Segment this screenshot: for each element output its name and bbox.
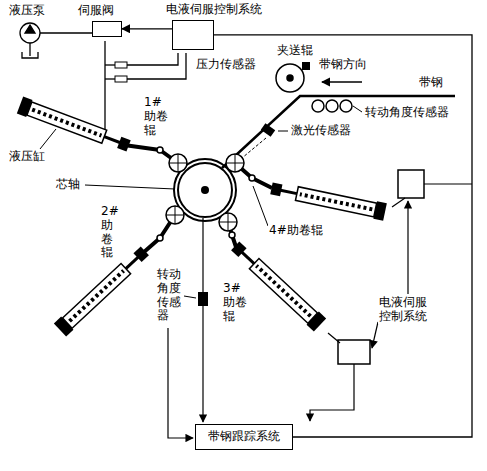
part-label: 芯轴 (55, 178, 81, 192)
system-box: 伺服阀 (78, 4, 122, 37)
leader-line (184, 296, 196, 298)
direction-arrow (322, 81, 362, 82)
wrapper-roll (166, 206, 184, 224)
part-label: 电液伺服控制系统 (378, 296, 430, 324)
signal-wire (168, 184, 472, 438)
hydraulic-cylinder (270, 179, 387, 220)
hydraulic-pump (40, 32, 92, 33)
strip (222, 96, 455, 168)
arm-pivot (249, 175, 255, 181)
part-label: 激光传感器 (290, 124, 352, 138)
part-label: 液压缸 (8, 150, 46, 164)
arm-pivot (157, 235, 163, 241)
pinch-roll (340, 100, 352, 112)
signal-wire (328, 333, 340, 343)
signal-wire (372, 322, 378, 348)
pressure-sensor (115, 62, 127, 68)
laser-sensor (261, 123, 275, 136)
box-label: 电液伺服控制系统 (166, 3, 262, 17)
part-label: 4#助卷辊 (268, 224, 324, 238)
pinch-roll (326, 100, 338, 112)
leader-line (85, 185, 175, 189)
signal-wire (407, 201, 408, 294)
signal-wire (168, 328, 193, 438)
control-box (338, 340, 370, 364)
hydraulic-cylinder (17, 97, 132, 155)
part-label: 带钢方向 (318, 58, 368, 72)
signal-wire (202, 218, 203, 292)
wrapper-roll (169, 154, 187, 172)
hydraulic-cylinder (17, 97, 387, 337)
arm-pivot (229, 232, 235, 238)
arm-pivot (157, 147, 255, 241)
leader-line (278, 131, 288, 132)
part-label: 带钢 (418, 76, 444, 90)
angle-sensor (302, 62, 310, 70)
connector (122, 28, 172, 29)
hydraulic-pump (22, 52, 38, 58)
mandrel (201, 186, 209, 194)
part-label: 3#助卷辊 (222, 282, 249, 323)
box-outline (92, 21, 122, 37)
system-box: 带钢跟踪系统 (195, 424, 293, 450)
roller-arm (128, 146, 272, 253)
control-box (338, 170, 424, 364)
pinch-roll (312, 100, 324, 112)
leader-line (353, 106, 362, 112)
hydraulic-wire (105, 64, 115, 65)
strip (174, 96, 455, 221)
hydraulic-wire (127, 53, 186, 79)
laser-sensor (242, 138, 266, 158)
part-label: 转动角度传感器 (364, 106, 450, 120)
part-label: 夹送辊 (276, 44, 314, 58)
leader-line (253, 186, 268, 226)
wrapper-roll (219, 213, 237, 231)
connector (214, 35, 472, 437)
leader-line (40, 129, 56, 149)
hydraulic-pump (20, 23, 40, 43)
direction-arrow (322, 81, 362, 82)
hydraulic-wire (127, 53, 178, 65)
box-label: 带钢跟踪系统 (208, 430, 280, 444)
pinch-roll (287, 75, 293, 81)
arm-pivot (157, 147, 163, 153)
part-label: 1#助卷辊 (143, 96, 170, 137)
laser-sensor (242, 123, 275, 158)
wrapper-roll (166, 154, 244, 231)
signal-wire (392, 198, 405, 207)
part-label: 转动角度传感器 (156, 268, 183, 323)
signal-wire (424, 183, 472, 184)
box-label: 伺服阀 (78, 4, 122, 18)
pinch-roll (276, 64, 304, 92)
angle-sensor (198, 292, 208, 306)
pressure-sensor (115, 76, 127, 82)
part-label: 液压泵 (8, 4, 46, 18)
control-box (398, 170, 424, 198)
wrapper-roll (226, 154, 244, 172)
mandrel (178, 163, 232, 217)
system-box: 电液伺服控制系统 (166, 3, 262, 50)
hydraulic-pump (25, 25, 35, 33)
hydraulic-wire (105, 78, 115, 79)
hydraulic-pump (29, 43, 30, 56)
leader-line (40, 106, 362, 298)
part-label: 压力传感器 (195, 58, 257, 72)
mandrel (178, 163, 232, 217)
signal-wire (310, 364, 354, 421)
pressure-sensor (115, 62, 127, 82)
box-outline (172, 20, 214, 50)
signal-wire (202, 306, 203, 422)
angle-sensor (198, 62, 310, 306)
hydraulic-pump (20, 23, 92, 58)
part-label: 2#助卷辊 (100, 205, 121, 260)
hydraulic-wire (104, 41, 105, 129)
